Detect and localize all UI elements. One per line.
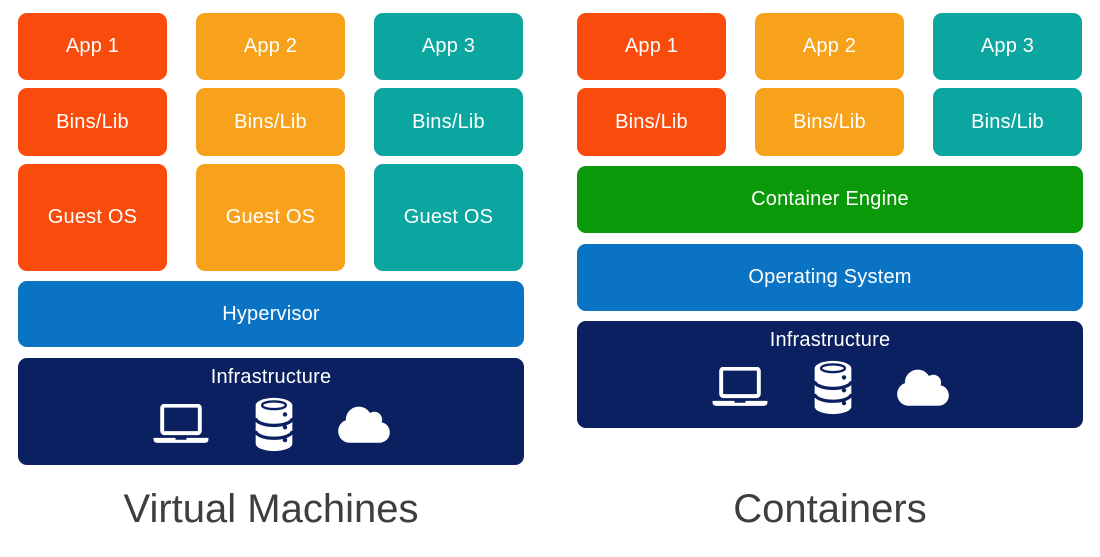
vm-stack-caption: Virtual Machines xyxy=(123,487,419,531)
vm-col2-app-box: App 2 xyxy=(196,13,345,80)
database-icon xyxy=(254,397,294,452)
vm-col3-app-box: App 3 xyxy=(374,13,523,80)
ct-col2-app-box: App 2 xyxy=(755,13,904,80)
bar-label: Infrastructure xyxy=(769,329,891,351)
box-label: App 1 xyxy=(65,35,120,57)
hypervisor-bar: Hypervisor xyxy=(18,281,524,347)
box-label: Guest OS xyxy=(47,206,138,228)
vm-col1-app-box: App 1 xyxy=(18,13,167,80)
vm-infrastructure-bar: Infrastructure xyxy=(18,358,524,465)
box-label: Bins/Lib xyxy=(234,110,307,133)
box-label: Guest OS xyxy=(225,206,316,228)
operating-system-bar: Operating System xyxy=(577,244,1083,311)
box-label: App 1 xyxy=(624,35,679,57)
database-icon xyxy=(813,360,853,415)
cloud-icon xyxy=(338,406,390,443)
box-label: App 3 xyxy=(421,35,476,57)
box-label: App 2 xyxy=(243,35,298,57)
ct-col1-bins-box: Bins/Lib xyxy=(577,88,726,156)
ct-infrastructure-bar: Infrastructure xyxy=(577,321,1083,428)
vm-col2-guestos-box: Guest OS xyxy=(196,164,345,271)
vm-col3-bins-box: Bins/Lib xyxy=(374,88,523,156)
infrastructure-icons xyxy=(18,396,524,453)
ct-col1-app-box: App 1 xyxy=(577,13,726,80)
box-label: App 3 xyxy=(980,35,1035,57)
box-label: Bins/Lib xyxy=(56,110,129,133)
box-label: Bins/Lib xyxy=(971,110,1044,133)
bar-label: Infrastructure xyxy=(210,366,332,388)
box-label: App 2 xyxy=(802,35,857,57)
container-stack-caption: Containers xyxy=(733,487,927,531)
vm-col1-bins-box: Bins/Lib xyxy=(18,88,167,156)
vm-col2-bins-box: Bins/Lib xyxy=(196,88,345,156)
ct-col3-app-box: App 3 xyxy=(933,13,1082,80)
ct-col3-bins-box: Bins/Lib xyxy=(933,88,1082,156)
box-label: Bins/Lib xyxy=(793,110,866,133)
box-label: Guest OS xyxy=(403,206,494,228)
infrastructure-icons xyxy=(577,359,1083,416)
cloud-icon xyxy=(897,369,949,406)
vm-col3-guestos-box: Guest OS xyxy=(374,164,523,271)
vm-col1-guestos-box: Guest OS xyxy=(18,164,167,271)
box-label: Bins/Lib xyxy=(615,110,688,133)
laptop-icon xyxy=(153,404,209,443)
laptop-icon xyxy=(712,367,768,406)
bar-label: Container Engine xyxy=(751,188,909,210)
ct-col2-bins-box: Bins/Lib xyxy=(755,88,904,156)
bar-label: Hypervisor xyxy=(222,302,320,325)
bar-label: Operating System xyxy=(748,266,912,288)
container-engine-bar: Container Engine xyxy=(577,166,1083,233)
box-label: Bins/Lib xyxy=(412,110,485,133)
